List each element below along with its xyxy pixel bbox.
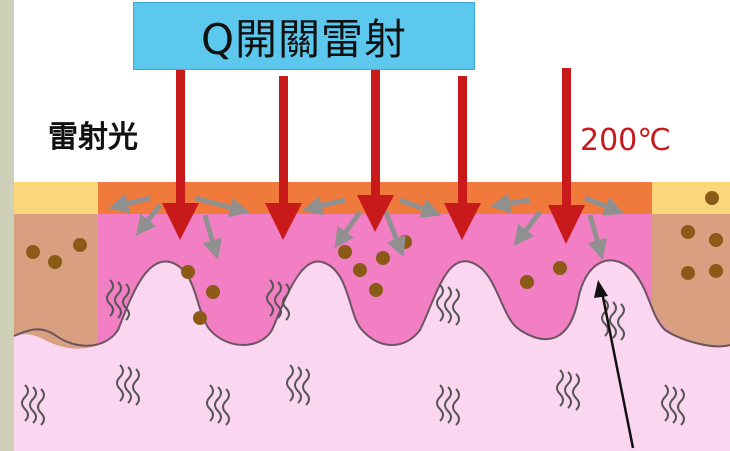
scatter-arrow-icon (194, 195, 250, 218)
scatter-arrow-icon (587, 214, 607, 260)
laser-arrows (162, 68, 585, 244)
dermis-normal-right (652, 214, 730, 348)
scatter-arrow-icon (108, 193, 151, 214)
pigment-dot-icon (338, 245, 352, 259)
pigment-dot-icon (353, 263, 367, 277)
scatter-arrow-icon (584, 195, 625, 216)
pigment-dot-icon (709, 233, 723, 247)
pigment-dot-icon (376, 251, 390, 265)
pigment-dot-icon (705, 191, 719, 205)
pigment-dot-icon (73, 238, 87, 252)
heat-wave-icon (21, 384, 45, 426)
papillae-outline (13, 259, 730, 348)
pigment-dot-icon (553, 261, 567, 275)
pigment-dot-icon (681, 225, 695, 239)
heat-wave-icon (106, 279, 130, 321)
pigment-dot-icon (681, 266, 695, 280)
scatter-arrow-icon (490, 193, 531, 214)
laser-arrow-icon (265, 76, 302, 240)
pigment-dot-icon (369, 283, 383, 297)
heat-wave-icon (556, 369, 580, 411)
scatter-arrow-icon (135, 203, 162, 236)
pigment-dot-icon (48, 255, 62, 269)
pigment-dot-icon (206, 285, 220, 299)
heat-wave-icon (286, 364, 310, 406)
pigment-dot-icon (181, 265, 195, 279)
scatter-arrow-icon (334, 210, 363, 249)
heat-waves (21, 279, 685, 426)
pigment-dot-icon (520, 275, 534, 289)
scatter-arrow-icon (399, 197, 442, 218)
temperature-label: 200℃ (580, 123, 671, 158)
heat-wave-icon (436, 384, 460, 426)
dermis-treated (14, 214, 730, 347)
heat-wave-icon (601, 299, 625, 341)
dermis-normal-left (14, 214, 98, 349)
pigment-dot-icon (709, 264, 723, 278)
side-bar (0, 0, 14, 451)
laser-arrow-icon (548, 68, 585, 244)
scatter-arrow-icon (202, 214, 222, 260)
epidermis-normal-left (14, 182, 98, 214)
laser-arrow-icon (444, 76, 481, 240)
heat-wave-icon (206, 384, 230, 426)
scatter-arrow-icon (513, 210, 542, 246)
pointer-arrow-icon (594, 280, 635, 449)
pigment-dot-icon (193, 311, 207, 325)
title-banner: Q開關雷射 (133, 2, 475, 70)
scatter-arrow-icon (382, 209, 406, 258)
pigment-dots (26, 191, 723, 325)
page-title: Q開關雷射 (200, 14, 408, 64)
laser-arrow-icon (162, 68, 199, 240)
scatter-arrow-icon (302, 195, 346, 216)
laser-arrow-icon (357, 68, 394, 232)
pigment-dot-icon (26, 245, 40, 259)
heat-wave-icon (116, 364, 140, 406)
laser-light-label: 雷射光 (48, 120, 138, 155)
heat-wave-icon (661, 384, 685, 426)
scatter-arrows (108, 193, 625, 260)
heat-wave-icon (266, 279, 290, 321)
heat-wave-icon (436, 284, 460, 326)
